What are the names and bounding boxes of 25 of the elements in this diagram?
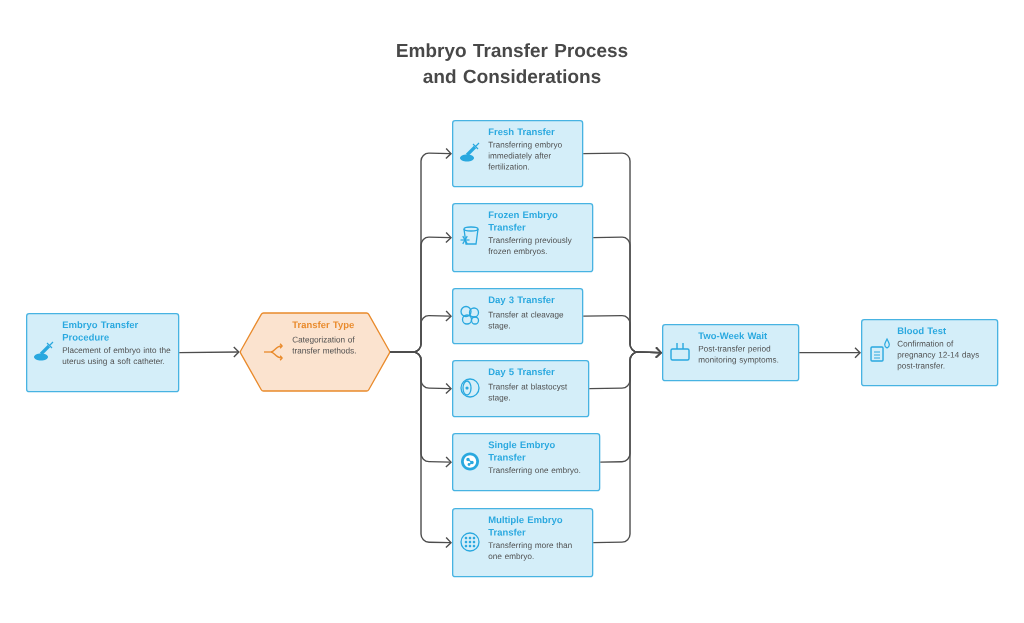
heading: Multiple Embryo Transfer (488, 516, 563, 536)
description: Placement of embryo into the uterus using a soft catheter. (62, 347, 171, 366)
heading: Fresh Transfer (488, 128, 555, 136)
arrow (592, 346, 662, 544)
description: Post-transfer period monitoring symptoms. (698, 345, 779, 365)
description: Transfer at cleavage stage. (488, 311, 564, 331)
heading: Blood Test (897, 327, 946, 335)
heading: Frozen Embryo Transfer (488, 211, 558, 231)
heading: Day 3 Transfer (488, 296, 555, 306)
description: Transferring more than one embryo. (488, 542, 572, 561)
arrow (389, 351, 452, 549)
heading: Embryo Transfer Procedure (62, 321, 139, 341)
arrow (178, 346, 240, 358)
description: Transfer at blastocyst stage. (488, 383, 568, 403)
description: Transferring embryo immediately after fertilization. (488, 141, 562, 170)
arrow (798, 346, 862, 359)
description: Categorization of transfer methods. (292, 336, 356, 354)
heading: Transfer Type (292, 321, 354, 331)
description: Transferring one embryo. (488, 467, 581, 475)
description: Transferring previously frozen embryos. (488, 237, 572, 256)
title: Embryo Transfer Process and Considerations (397, 43, 628, 84)
heading: Day 5 Transfer (488, 368, 555, 378)
description: Confirmation of pregnancy 12-14 days post-transfer. (897, 340, 979, 371)
heading: Single Embryo Transfer (488, 441, 555, 461)
heading: Two-Week Wait (698, 332, 768, 340)
